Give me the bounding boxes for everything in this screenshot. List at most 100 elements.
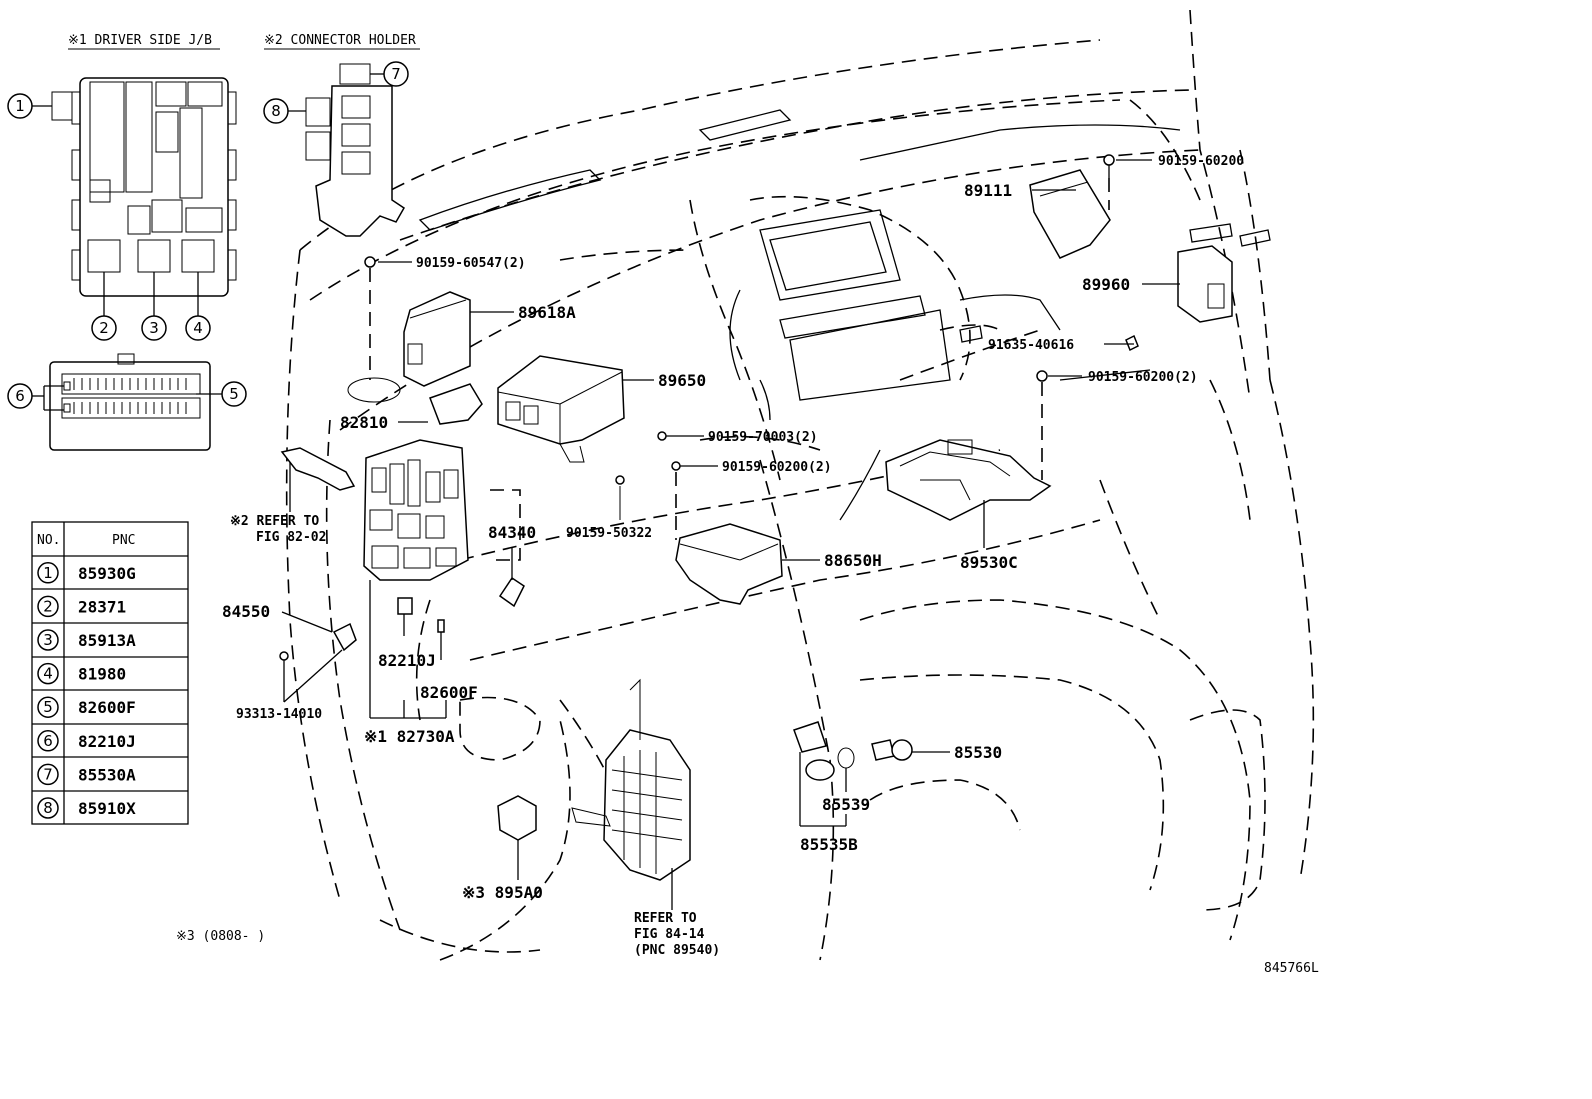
table-row-pnc: 85930G (78, 564, 136, 583)
table-row-number: 5 (43, 698, 53, 716)
table-row-pnc: 85913A (78, 631, 136, 650)
label-footnote: ※3 (0808- ) (176, 929, 265, 944)
table-row-number: 3 (43, 631, 53, 649)
label-84550: 84550 (222, 602, 270, 621)
label-89530C: 89530C (960, 553, 1018, 572)
label-85530: 85530 (954, 743, 1002, 762)
inset-circle-2 (91, 315, 117, 341)
svg-text:8: 8 (271, 102, 281, 120)
table-row-pnc: 82210J (78, 732, 136, 751)
label-84340: 84340 (488, 523, 536, 542)
svg-text:1: 1 (15, 97, 25, 115)
table-row-pnc: 81980 (78, 665, 126, 684)
label-85539: 85539 (822, 795, 870, 814)
table-row-number: 6 (43, 732, 53, 750)
connector-holder-inset: ※2 CONNECTOR HOLDER (264, 33, 420, 237)
part-drawings (279, 154, 1233, 881)
table-row-number-circle (37, 797, 59, 819)
svg-text:6: 6 (15, 387, 25, 405)
table-row-number-circle (37, 629, 59, 651)
inset-circle-3 (141, 315, 167, 341)
label-refer-82-02-b: FIG 82-02 (256, 530, 326, 545)
diagram-id: 845766L (1264, 961, 1319, 976)
table-row-number-circle (37, 730, 59, 752)
plug-85530 (871, 739, 895, 761)
table-row-number: 4 (43, 665, 53, 683)
table-row-number: 8 (43, 799, 53, 817)
label-90159-60200-2-right: 90159-60200(2) (1088, 370, 1198, 385)
label-89960: 89960 (1082, 275, 1130, 294)
module-88650H (675, 523, 783, 605)
table-row-number-circle (37, 562, 59, 584)
label-90159-60200-2-mid: 90159-60200(2) (722, 460, 832, 475)
label-88650H: 88650H (824, 551, 882, 570)
table-rows: 1 85930G 2 28371 3 85913A 4 81980 5 82600F 6 82210J… (37, 562, 136, 819)
svg-text:3: 3 (149, 319, 159, 337)
svg-text:4: 4 (193, 319, 203, 337)
label-refer-84-14-b: FIG 84-14 (634, 927, 705, 942)
table-row-pnc: 82600F (78, 698, 136, 717)
label-82600F: 82600F (420, 683, 478, 702)
label-90159-60547: 90159-60547(2) (416, 256, 526, 271)
table-row-number-circle (37, 595, 59, 618)
label-refer-84-14-c: (PNC 89540) (634, 943, 720, 958)
fuse-82600F (437, 619, 445, 633)
label-refer-84-14-a: REFER TO (634, 911, 697, 926)
inset-circle-7 (383, 61, 409, 87)
table-row-number-circle (37, 696, 59, 718)
label-90159-50322: 90159-50322 (566, 526, 652, 541)
module-89111 (1029, 169, 1111, 259)
module-895A0 (497, 795, 537, 841)
leader-lines (281, 159, 1180, 910)
table-row-pnc: 28371 (78, 597, 126, 616)
table-row-number: 7 (43, 765, 53, 783)
module-89618A (403, 291, 471, 387)
table-row-number-circle (37, 662, 59, 685)
table-row-number: 1 (43, 564, 53, 582)
relay-82210J (397, 597, 413, 615)
part-labels: 90159-60200 89111 89960 91635-40616 9015… (176, 154, 1319, 976)
label-refer-82-02-a: ※2 REFER TO (230, 514, 319, 529)
relay-82810 (429, 383, 483, 425)
connector-holder-title: ※2 CONNECTOR HOLDER (264, 33, 416, 48)
label-85535B: 85535B (800, 835, 858, 854)
inset-circle-5 (221, 381, 247, 407)
label-82810: 82810 (340, 413, 388, 432)
table-header-pnc: PNC (112, 533, 135, 548)
label-82210J: 82210J (378, 651, 436, 670)
label-90159-60200-top: 90159-60200 (1158, 154, 1244, 169)
inset-circle-8 (263, 98, 289, 124)
screw-top-right (1103, 154, 1115, 166)
label-895A0: ※3 895A0 (462, 883, 543, 902)
label-93313-14010: 93313-14010 (236, 707, 322, 722)
sensor-84550 (332, 622, 357, 652)
junction-block-body (79, 77, 229, 297)
module-89960 (1177, 245, 1233, 323)
label-91635-40616: 91635-40616 (988, 338, 1074, 353)
label-89650: 89650 (658, 371, 706, 390)
table-row-number: 2 (43, 597, 53, 615)
driver-jb-title: ※1 DRIVER SIDE J/B (68, 33, 212, 48)
module-89540 (603, 729, 691, 881)
label-89111: 89111 (964, 181, 1012, 200)
table-header-no: NO. (37, 533, 60, 548)
inset-circle-6 (7, 383, 33, 409)
dashboard-outline (285, 9, 1315, 961)
label-90159-70003: 90159-70003(2) (708, 430, 818, 445)
switch-84340 (498, 576, 525, 608)
inset-number-circles: 1 2 3 4 5 6 7 8 (7, 61, 409, 409)
table-row-pnc: 85530A (78, 765, 136, 784)
table-row-pnc: 85910X (78, 799, 136, 818)
label-82730A: ※1 82730A (364, 727, 455, 746)
inset-circle-1 (7, 93, 33, 119)
socket-85535B (793, 721, 827, 753)
bracket-89530C (885, 439, 1052, 521)
dashboard-solid-lines (418, 109, 1271, 521)
inset-circle-4 (185, 315, 211, 341)
connector-holder-body (315, 85, 405, 237)
table-row-number-circle (37, 763, 59, 786)
svg-text:7: 7 (391, 65, 401, 83)
label-89618A: 89618A (518, 303, 576, 322)
svg-text:5: 5 (229, 385, 239, 403)
